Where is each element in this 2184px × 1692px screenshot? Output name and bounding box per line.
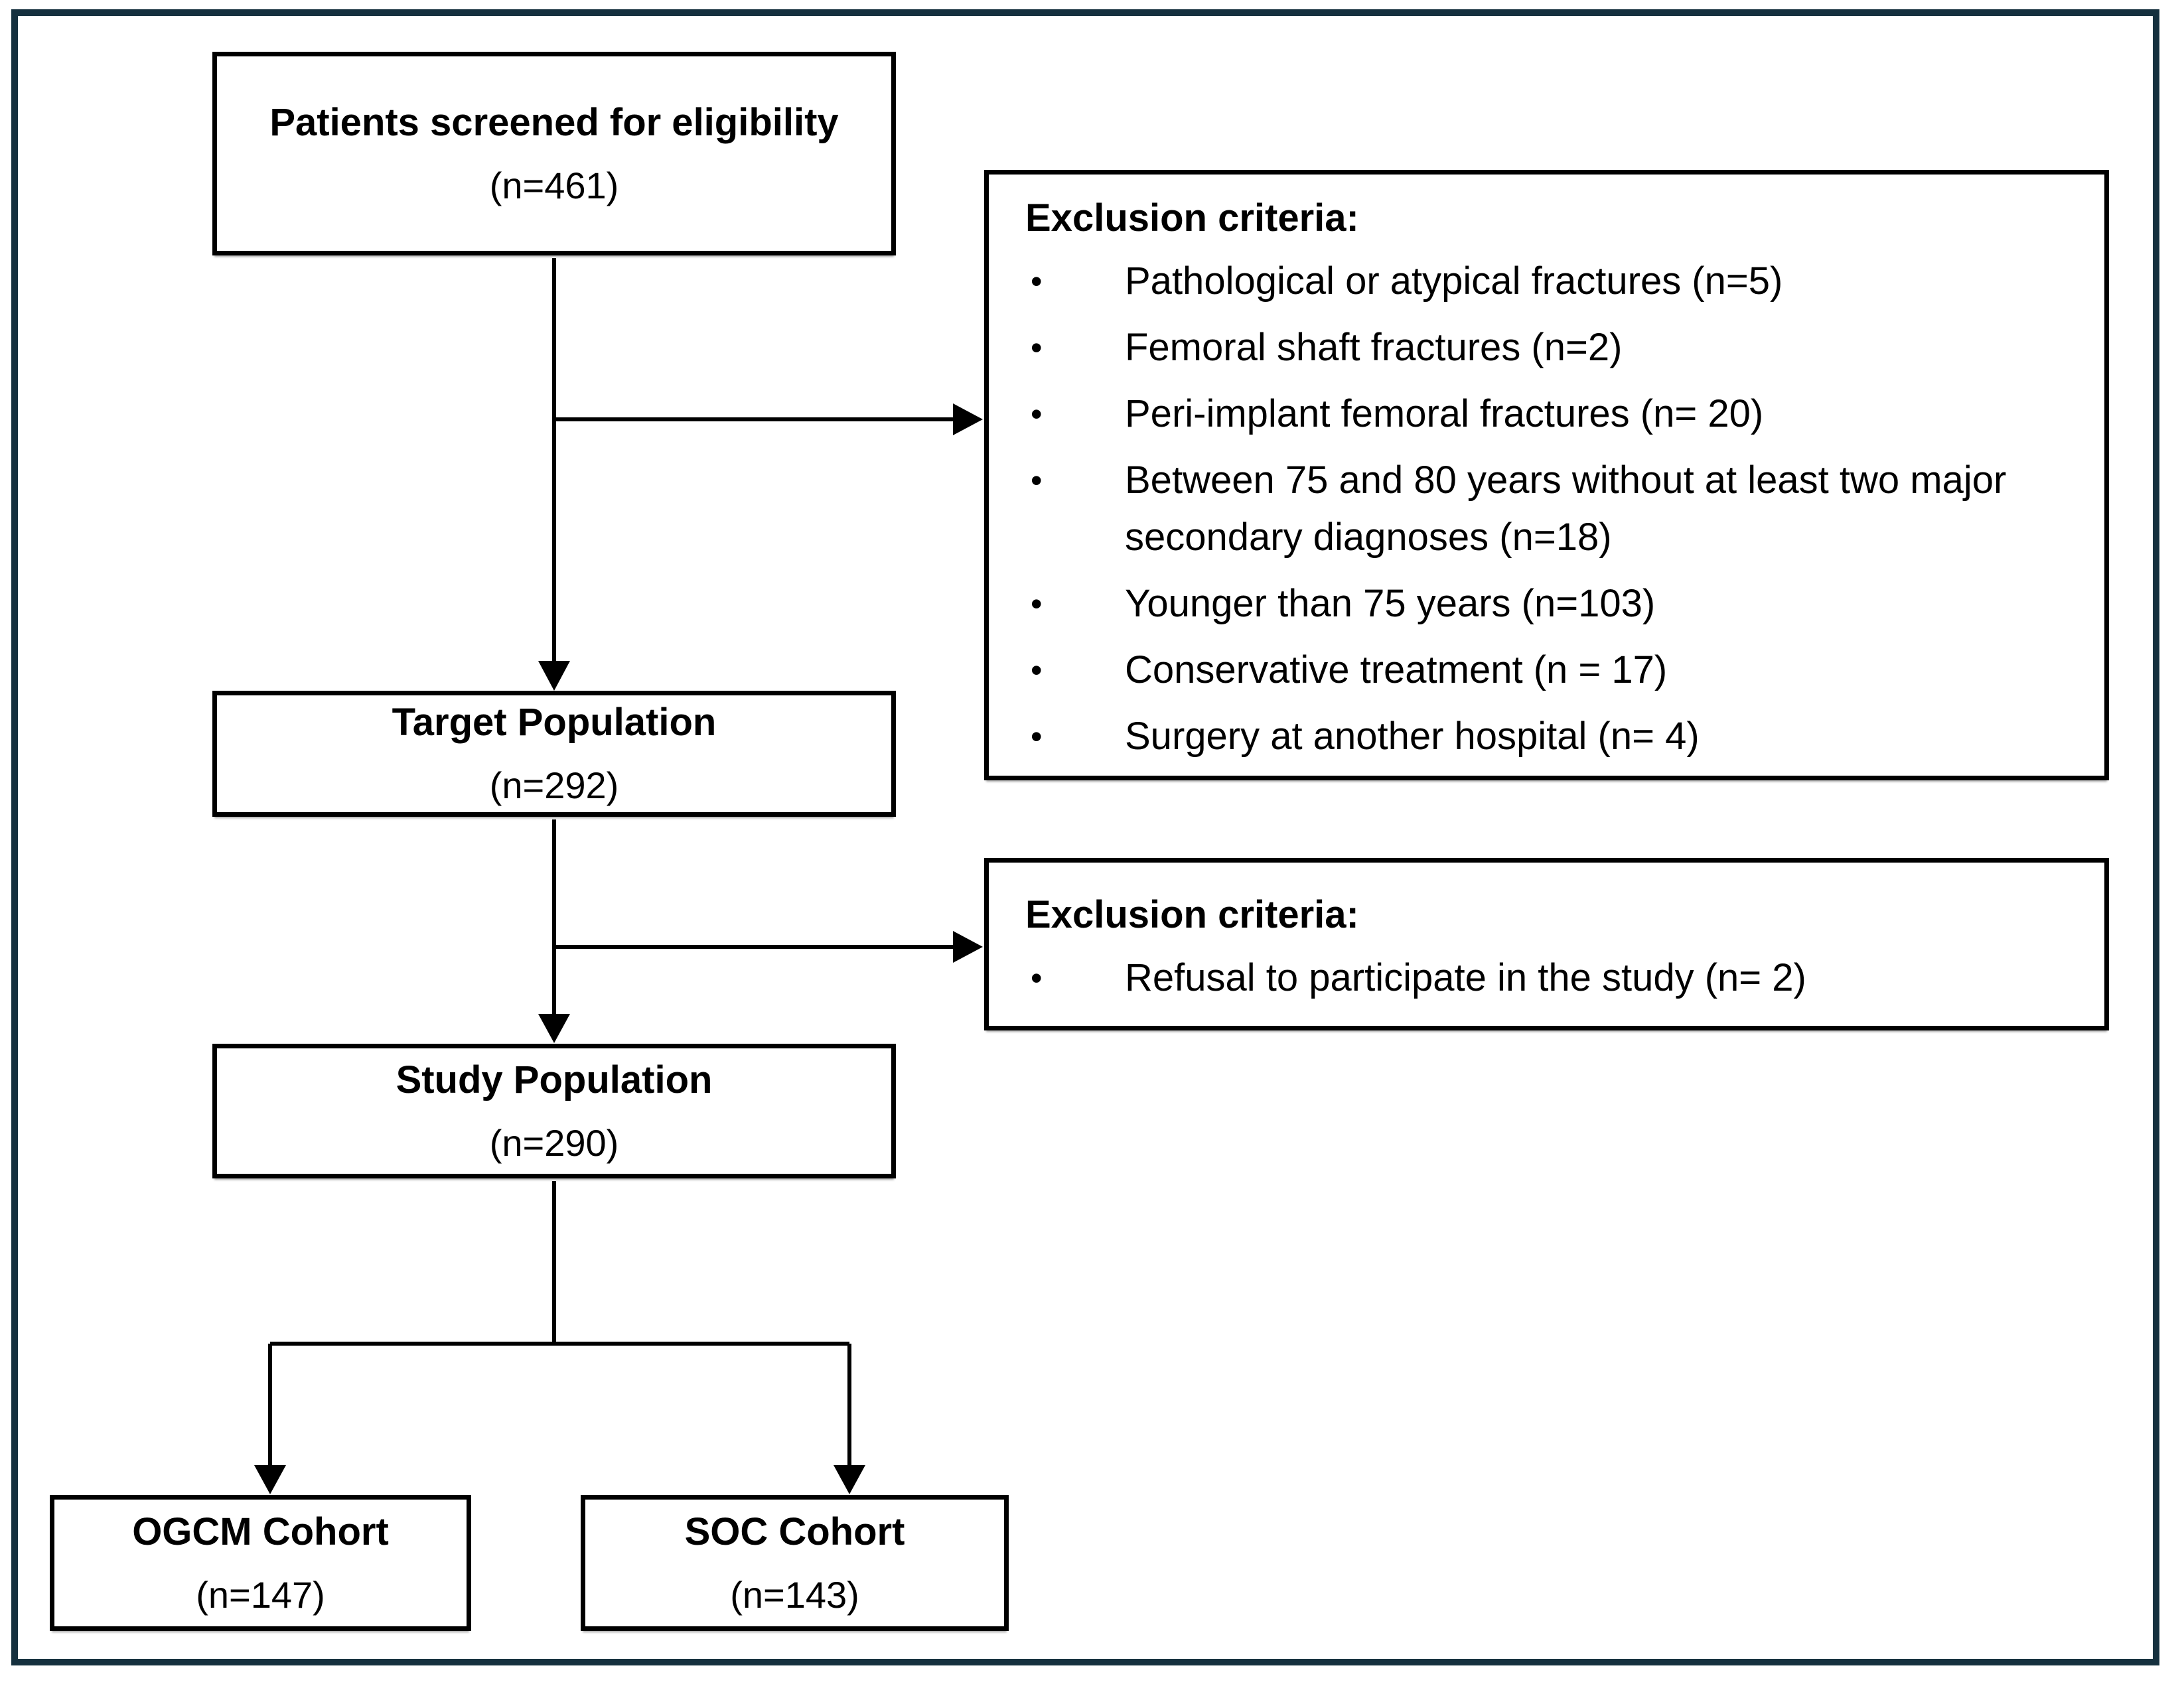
arrowhead-to-exclusion-1 bbox=[953, 403, 983, 435]
exclusion-list-2: • Refusal to participate in the study (n… bbox=[1025, 950, 2071, 1007]
exclusion-item: • Peri-implant femoral fractures (n= 20) bbox=[1025, 386, 2071, 443]
exclusion-item: • Younger than 75 years (n=103) bbox=[1025, 575, 2071, 632]
arrowhead-target-to-study bbox=[538, 1014, 570, 1043]
arrowhead-split-to-soc bbox=[834, 1465, 865, 1494]
target-title: Target Population bbox=[392, 701, 717, 744]
bullet-icon: • bbox=[1031, 959, 1043, 997]
bullet-icon: • bbox=[1031, 329, 1043, 366]
exclusion-item-text: Pathological or atypical fractures (n=5) bbox=[1125, 259, 1783, 303]
exclusion-item: • Femoral shaft fractures (n=2) bbox=[1025, 319, 2071, 376]
ogcm-cohort-box: OGCM Cohort (n=147) bbox=[50, 1495, 471, 1631]
exclusion-item: • Pathological or atypical fractures (n=… bbox=[1025, 253, 2071, 310]
screened-box: Patients screened for eligibility (n=461… bbox=[212, 52, 896, 255]
arrowhead-screened-to-target bbox=[538, 661, 570, 691]
exclusion-header-2: Exclusion criteria: bbox=[1025, 893, 1359, 936]
arrowhead-to-exclusion-2 bbox=[953, 931, 983, 963]
soc-count: (n=143) bbox=[730, 1573, 859, 1616]
study-population-box: Study Population (n=290) bbox=[212, 1044, 896, 1178]
exclusion-item: • Refusal to participate in the study (n… bbox=[1025, 950, 2071, 1007]
ogcm-count: (n=147) bbox=[196, 1573, 325, 1616]
bullet-icon: • bbox=[1031, 462, 1043, 499]
exclusion-item-text: Femoral shaft fractures (n=2) bbox=[1125, 326, 1623, 369]
target-count: (n=292) bbox=[489, 764, 619, 806]
study-count: (n=290) bbox=[489, 1121, 619, 1164]
bullet-icon: • bbox=[1031, 395, 1043, 433]
study-title: Study Population bbox=[396, 1058, 713, 1101]
exclusion-list-1: • Pathological or atypical fractures (n=… bbox=[1025, 253, 2071, 765]
exclusion-header-1: Exclusion criteria: bbox=[1025, 196, 1359, 240]
exclusion-item-text: Between 75 and 80 years without at least… bbox=[1125, 458, 2007, 559]
screened-count: (n=461) bbox=[489, 164, 619, 206]
screened-title: Patients screened for eligibility bbox=[269, 100, 839, 144]
exclusion-item-text: Conservative treatment (n = 17) bbox=[1125, 648, 1668, 691]
exclusion-item: • Conservative treatment (n = 17) bbox=[1025, 642, 2071, 699]
exclusion-item-text: Refusal to participate in the study (n= … bbox=[1125, 956, 1806, 999]
target-population-box: Target Population (n=292) bbox=[212, 691, 896, 817]
exclusion-box-1: Exclusion criteria: • Pathological or at… bbox=[984, 170, 2109, 780]
ogcm-title: OGCM Cohort bbox=[132, 1510, 389, 1553]
exclusion-item-text: Surgery at another hospital (n= 4) bbox=[1125, 715, 1700, 758]
exclusion-item-text: Peri-implant femoral fractures (n= 20) bbox=[1125, 392, 1764, 435]
soc-cohort-box: SOC Cohort (n=143) bbox=[581, 1495, 1009, 1631]
exclusion-item: • Between 75 and 80 years without at lea… bbox=[1025, 452, 2071, 566]
soc-title: SOC Cohort bbox=[684, 1510, 905, 1553]
exclusion-item-text: Younger than 75 years (n=103) bbox=[1125, 582, 1656, 625]
exclusion-box-2: Exclusion criteria: • Refusal to partici… bbox=[984, 858, 2109, 1030]
bullet-icon: • bbox=[1031, 718, 1043, 755]
exclusion-item: • Surgery at another hospital (n= 4) bbox=[1025, 708, 2071, 765]
bullet-icon: • bbox=[1031, 652, 1043, 689]
arrowhead-split-to-ogcm bbox=[254, 1465, 286, 1494]
bullet-icon: • bbox=[1031, 263, 1043, 300]
bullet-icon: • bbox=[1031, 585, 1043, 622]
